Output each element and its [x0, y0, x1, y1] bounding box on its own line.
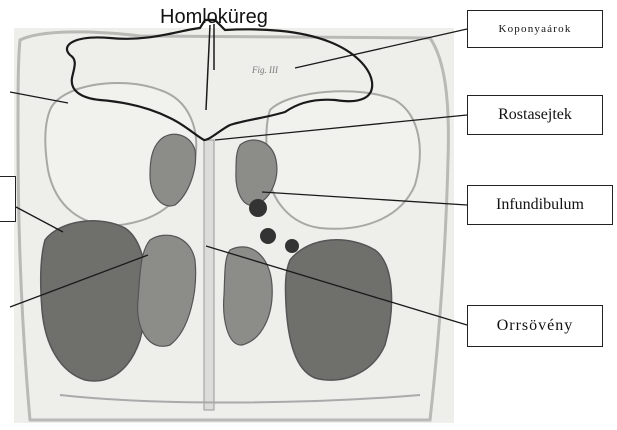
- label-orrsoveny: Orrsövény: [467, 305, 603, 347]
- ethmoid-cell-dark-1: [249, 199, 267, 217]
- left-maxillary-sinus: [41, 221, 146, 381]
- label-rostasejtek: Rostasejtek: [467, 95, 603, 135]
- right-maxillary-sinus: [285, 240, 391, 380]
- label-box-left-partial: [0, 176, 16, 222]
- label-koponyaarok: Koponyaárok: [467, 10, 603, 48]
- fig-mark: Fig. III: [251, 65, 279, 75]
- label-homlokureg: Homloküreg: [160, 6, 268, 29]
- nasal-septum: [204, 140, 214, 410]
- label-infundibulum: Infundibulum: [467, 185, 613, 225]
- ethmoid-cell-dark-3: [285, 239, 299, 253]
- right-orbit: [266, 91, 419, 228]
- ethmoid-cell-dark-2: [260, 228, 276, 244]
